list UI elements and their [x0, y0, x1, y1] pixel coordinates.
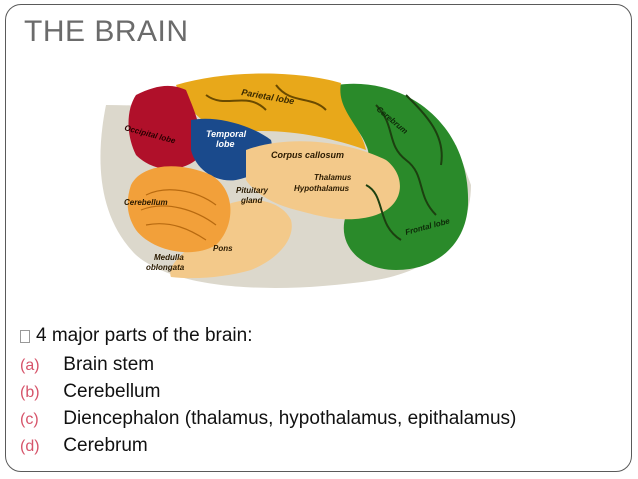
brain-model-figure: Parietal lobe Occipital lobe Temporal lo…	[100, 73, 471, 288]
brain-stem-region	[170, 200, 292, 279]
label-pituitary-2: gland	[240, 196, 263, 205]
list-item: (d) Cerebrum	[20, 432, 516, 459]
cerebellum-region	[127, 166, 231, 253]
gyri-lines	[365, 94, 443, 241]
label-temporal-1: Temporal	[206, 129, 247, 139]
label-medulla-1: Medulla	[154, 253, 184, 262]
label-corpus: Corpus callosum	[271, 150, 344, 160]
list-item-text: Cerebellum	[63, 381, 161, 402]
list-item: (c) Diencephalon (thalamus, hypothalamus…	[20, 405, 516, 432]
list-item-text: Diencephalon (thalamus, hypothalamus, ep…	[63, 408, 517, 429]
label-medulla-2: oblongata	[146, 263, 185, 272]
list-item-text: Brain stem	[63, 354, 155, 375]
label-temporal-2: lobe	[216, 139, 235, 149]
cerebellum-lines	[140, 189, 217, 241]
list-marker: (b)	[20, 384, 40, 401]
bullet-icon	[20, 329, 30, 343]
slide-title: THE BRAIN	[24, 15, 189, 48]
list-marker: (d)	[20, 438, 40, 455]
list-marker: (c)	[20, 411, 39, 428]
diencephalon-region	[246, 141, 400, 220]
list-item: (b) Cerebellum	[20, 378, 516, 405]
label-thalamus: Thalamus	[314, 173, 352, 182]
occipital-lobe-region	[128, 85, 201, 170]
label-cerebellum: Cerebellum	[124, 198, 168, 207]
list-lead-text: 4 major parts of the brain:	[36, 325, 253, 346]
label-hypothalamus: Hypothalamus	[294, 184, 350, 193]
list-marker: (a)	[20, 357, 40, 374]
label-pons: Pons	[213, 244, 233, 253]
list-lead: 4 major parts of the brain:	[20, 325, 516, 347]
list-item-text: Cerebrum	[63, 435, 148, 456]
slide: THE BRAIN Pariet	[5, 4, 632, 472]
label-pituitary-1: Pituitary	[236, 186, 269, 195]
parietal-lines	[205, 84, 327, 111]
list-item: (a) Brain stem	[20, 351, 516, 378]
brain-parts-list: 4 major parts of the brain: (a) Brain st…	[20, 325, 516, 459]
